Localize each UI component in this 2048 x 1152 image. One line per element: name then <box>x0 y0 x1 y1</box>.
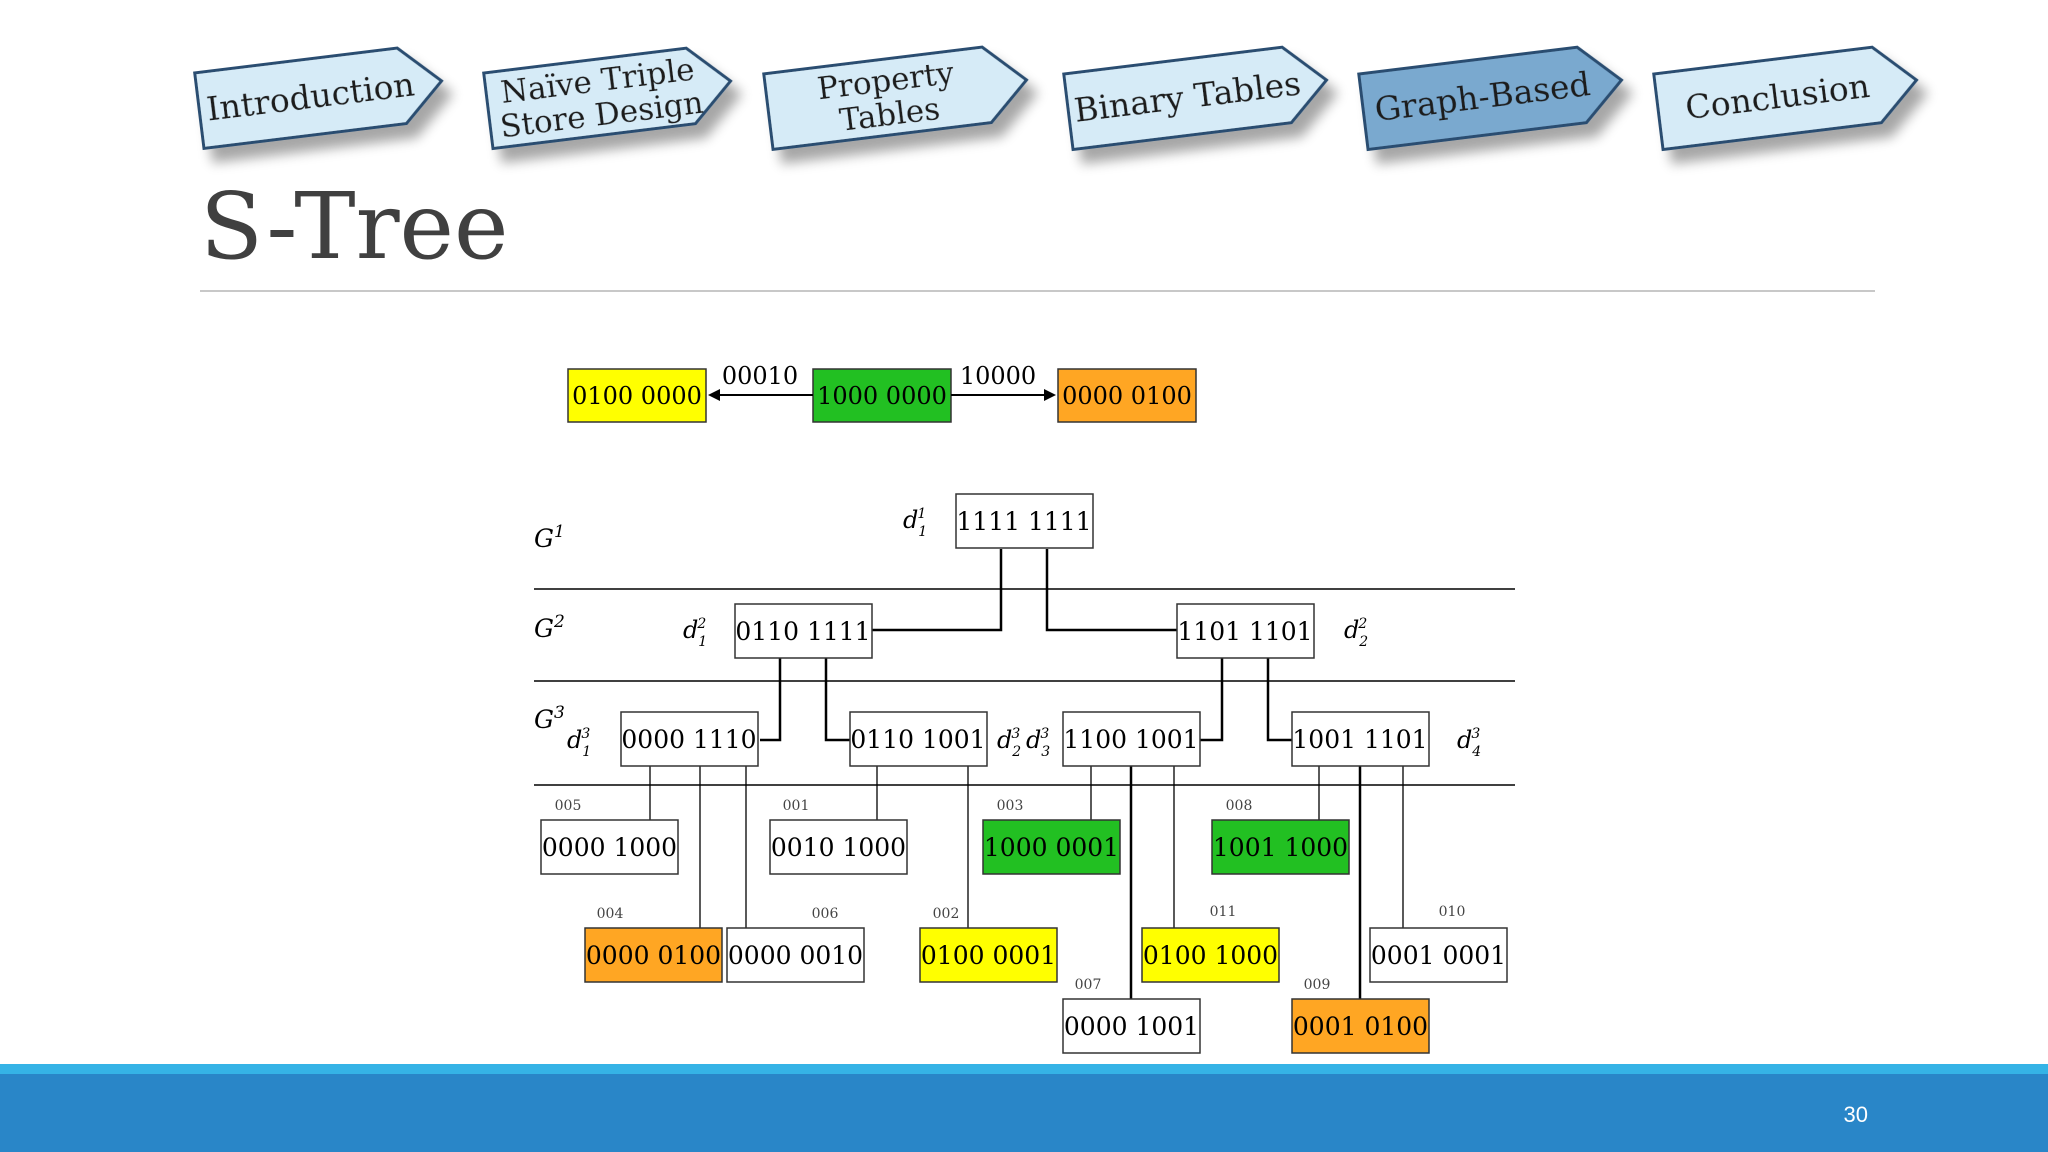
tree-leaf-node-text: 0000 1001 <box>1064 1012 1199 1041</box>
tree-l2-node-2 <box>1176 603 1315 659</box>
nav-tab-4[interactable]: Binary Tables <box>1062 42 1331 152</box>
tree-leaf-id: 005 <box>555 798 582 814</box>
tree-leaf-id: 002 <box>933 906 960 922</box>
tree-leaf-node <box>919 927 1058 983</box>
tree-l2-node-1 <box>734 603 873 659</box>
legend-edge-label-right: 10000 <box>960 362 1036 390</box>
footer-accent-line <box>0 1064 2048 1074</box>
legend-node-center-text: 1000 0000 <box>817 382 947 410</box>
tree-leaf-node-text: 0000 1000 <box>542 833 677 862</box>
tree-leaf-node-text: 0100 0001 <box>921 941 1056 970</box>
nav-tab-shape <box>1357 45 1624 152</box>
tree-l3-node-1-text: 0000 1110 <box>621 725 756 754</box>
level-label-g1: G1 <box>534 522 565 553</box>
nav-tab-5[interactable]: Graph-Based <box>1357 42 1626 152</box>
tree-leaf-id: 008 <box>1226 798 1253 814</box>
nav-tab-1[interactable]: Introduction <box>193 43 446 151</box>
tree-l3-node-3-text: 1100 1001 <box>1063 725 1198 754</box>
legend-node-right-text: 0000 0100 <box>1062 382 1192 410</box>
legend-edge-label-left: 00010 <box>722 362 798 390</box>
tree-root-node <box>955 493 1094 549</box>
tree-leaf-node-text: 0001 0001 <box>1371 941 1506 970</box>
tree-l3-node-3 <box>1062 711 1201 767</box>
tree-leaf-id: 003 <box>997 798 1024 814</box>
tree-leaf-node-text: 1001 1000 <box>1213 833 1348 862</box>
tree-l3-node-4-text: 1001 1101 <box>1292 725 1427 754</box>
tree-leaf-node-text: 0000 0010 <box>728 941 863 970</box>
tree-leaf-node <box>1369 927 1508 983</box>
page-number: 30 <box>1843 1102 1868 1127</box>
tree-leaf-node-text: 0001 0100 <box>1293 1012 1428 1041</box>
tree-leaf-node <box>1062 998 1201 1054</box>
nav-tab-6[interactable]: Conclusion <box>1652 42 1921 152</box>
tree-leaf-id: 010 <box>1439 904 1466 920</box>
tree-leaf-id: 006 <box>812 906 839 922</box>
tree-leaf-node <box>1291 998 1430 1054</box>
tree-l3-node-4 <box>1291 711 1430 767</box>
tree-l2-node-2-text: 1101 1101 <box>1177 617 1312 646</box>
tree-leaf-node-text: 0100 1000 <box>1143 941 1278 970</box>
tree-leaf-nodes: 0000 1000 005 0000 0100 004 0000 0010 0010 10… <box>540 798 1508 1054</box>
level-label-g3: G3 <box>534 703 565 734</box>
nav-tab-shape <box>482 46 733 151</box>
tree-leaf-node <box>540 819 679 875</box>
level-label-g2: G2 <box>534 612 565 643</box>
tree-leaf-node-text: 0000 0100 <box>586 941 721 970</box>
legend-node-center <box>812 368 952 423</box>
tree-leaf-id: 009 <box>1304 977 1331 993</box>
tree-l3-node-1 <box>620 711 759 767</box>
nav-tab-shape <box>1652 45 1919 152</box>
tree-l3-node-2-text: 0110 1001 <box>850 725 985 754</box>
tree-l3-node-2 <box>849 711 988 767</box>
tree-leaf-connectors <box>649 765 1404 928</box>
tree-leaf-node <box>584 927 723 983</box>
legend-row: 0100 0000 1000 0000 0000 0100 00010 1000… <box>567 362 1197 423</box>
tree-l2-node-1-text: 0110 1111 <box>735 617 870 646</box>
legend-node-left-text: 0100 0000 <box>572 382 702 410</box>
tree-leaf-node <box>769 819 908 875</box>
legend-node-left <box>567 368 707 423</box>
page-title: S-Tree <box>200 173 508 280</box>
tree-leaf-node-text: 0010 1000 <box>771 833 906 862</box>
tree-connectors <box>760 549 1362 1001</box>
tree-leaf-id: 004 <box>597 906 624 922</box>
tree-leaf-node <box>1211 819 1350 875</box>
tree-leaf-node <box>982 819 1121 875</box>
tree-leaf-id: 001 <box>783 798 810 814</box>
tree-root-node-text: 1111 1111 <box>956 507 1091 536</box>
footer-band <box>0 1064 2048 1152</box>
tree-leaf-node-text: 1000 0001 <box>984 833 1119 862</box>
tree-leaf-node <box>726 927 865 983</box>
tree-leaf-id: 011 <box>1210 904 1237 920</box>
tree-leaf-id: 007 <box>1075 977 1102 993</box>
tree-leaf-node <box>1141 927 1280 983</box>
legend-node-right <box>1057 368 1197 423</box>
nav-tab-shape <box>762 45 1029 152</box>
nav-tab-shape <box>1062 45 1329 152</box>
nav-tab-shape <box>193 46 444 151</box>
